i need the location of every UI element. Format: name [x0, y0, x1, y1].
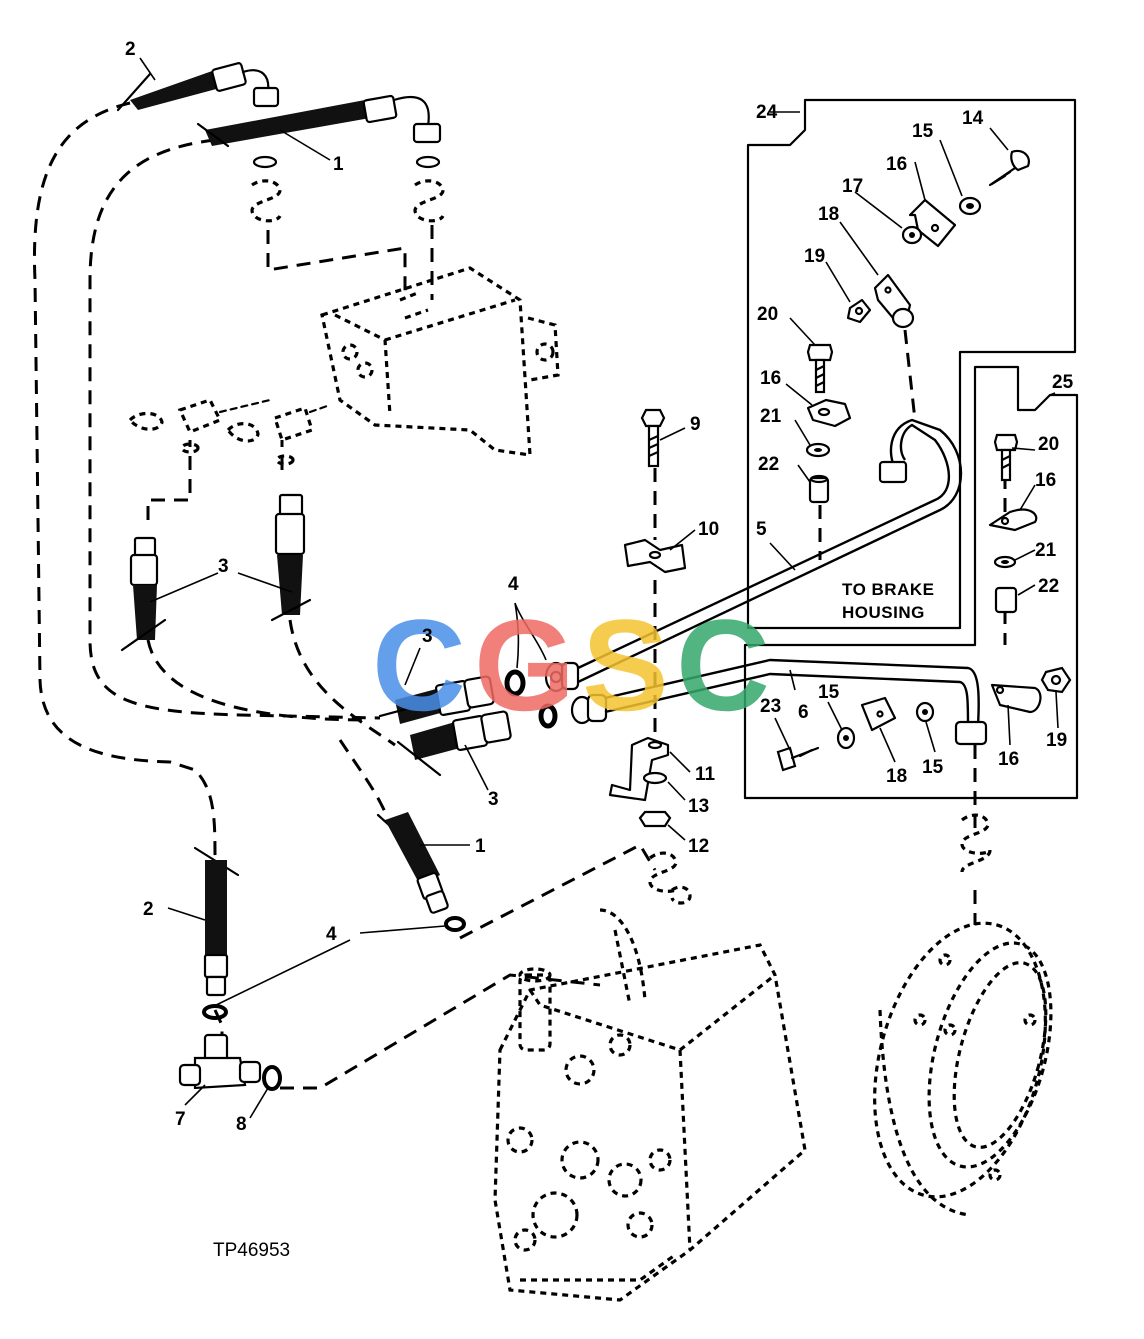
clamp-16-right: [988, 508, 1038, 532]
inset-panel-24: [746, 98, 1077, 630]
pump-top-fittings: [648, 851, 692, 905]
callout-4-lower: 4: [326, 924, 337, 945]
callout-7: 7: [175, 1109, 186, 1130]
nut-12: [638, 810, 672, 828]
callout-3-lower: 3: [488, 789, 499, 810]
hose-3-center-lower: [396, 710, 512, 777]
brake-housing-note-line1: TO BRAKE: [842, 580, 934, 599]
callout-5: 5: [756, 519, 767, 540]
callout-15-upper: 15: [912, 121, 934, 142]
block-side-fittings: [128, 398, 332, 466]
callout-2-lower: 2: [143, 899, 154, 920]
callout-25: 25: [1052, 372, 1074, 393]
figure-id: TP46953: [213, 1240, 290, 1261]
watermark-letter-g: G: [474, 592, 575, 738]
inset-panel-25: [743, 365, 1079, 800]
washer-15-lower-left: [836, 726, 856, 750]
bolt-9: [640, 408, 666, 468]
spacer-22-upper: [808, 474, 830, 504]
callout-22-upper: 22: [758, 454, 779, 475]
clamp-16-mid: [806, 398, 852, 428]
hose-1-lower: [376, 812, 449, 914]
clamp-18-upper: [873, 273, 915, 329]
washer-15-lower-right: [915, 701, 935, 723]
bolt-20-lower: [993, 433, 1019, 482]
callout-14: 14: [962, 108, 984, 129]
spacer-22-lower: [994, 586, 1018, 614]
callout-17: 17: [842, 176, 863, 197]
bolt-14: [988, 149, 1030, 187]
hose-2-lower: [193, 846, 240, 997]
leader-lines: [139, 57, 1059, 1119]
callout-2-top: 2: [125, 39, 136, 60]
callout-24: 24: [756, 102, 778, 123]
callout-16-lower: 16: [998, 749, 1019, 770]
bolt-23: [776, 746, 820, 772]
clip-10: [623, 538, 687, 574]
watermark-letter-s: S: [582, 592, 669, 738]
callout-18-upper: 18: [818, 204, 839, 225]
brake-housing-note-line2: HOUSING: [842, 603, 925, 622]
washer-21-lower: [993, 555, 1017, 569]
tube-fittings: [544, 661, 608, 725]
bolt-20-upper: [806, 343, 834, 394]
washer-15-upper: [958, 196, 982, 216]
callout-13: 13: [688, 796, 709, 817]
callout-19-upper: 19: [804, 246, 825, 267]
hose-2-upper: [116, 62, 280, 112]
callout-15-lower-left: 15: [818, 682, 840, 703]
nut-19-lower: [1040, 666, 1072, 694]
steering-pump: [493, 908, 807, 1302]
washer-17: [901, 225, 923, 245]
callout-3-left: 3: [218, 556, 229, 577]
callout-6: 6: [798, 702, 809, 723]
callout-1-lower: 1: [475, 836, 486, 857]
callout-4-upper: 4: [508, 574, 519, 595]
hose-3-center-upper: [378, 675, 495, 724]
callout-22-lower: 22: [1038, 576, 1059, 597]
callout-15-lower-right: 15: [922, 757, 944, 778]
callout-20-upper: 20: [757, 304, 778, 325]
upper-fitting-stacks: [250, 155, 445, 223]
hose-3-left: [120, 536, 167, 652]
callout-21-upper: 21: [760, 406, 782, 427]
callout-18-lower: 18: [886, 766, 907, 787]
callout-21-lower: 21: [1035, 540, 1057, 561]
valve-block: [320, 266, 560, 457]
watermark-logo: C G S C: [372, 592, 770, 738]
watermark-letter-c1: C: [372, 592, 466, 738]
callout-11: 11: [695, 764, 716, 785]
bracket-11: [608, 736, 670, 802]
callout-3-center: 3: [422, 626, 433, 647]
washer-13: [642, 771, 668, 785]
tee-fitting-7: [178, 1033, 262, 1090]
callout-20-lower: 20: [1038, 434, 1059, 455]
washer-21-upper: [805, 442, 831, 458]
callout-1-top: 1: [333, 154, 344, 175]
brake-housing-ring: [873, 813, 1053, 1217]
callout-9: 9: [690, 414, 701, 435]
watermark-letter-c2: C: [676, 592, 770, 738]
callout-12: 12: [688, 836, 709, 857]
hose-3-middle: [270, 493, 312, 622]
callout-16-right: 16: [1035, 470, 1056, 491]
callout-16-upper: 16: [886, 154, 907, 175]
clamp-16-lower: [990, 683, 1042, 714]
callout-labels: 2 1 3 3 3 4 4 1 2 7 8 5 6 9 10 11 13 12 …: [125, 39, 1074, 1135]
brake-tube-6: [604, 658, 988, 746]
nut-19-upper: [846, 298, 872, 324]
callout-19-lower: 19: [1046, 730, 1067, 751]
callout-16-mid: 16: [760, 368, 781, 389]
callout-23: 23: [760, 696, 781, 717]
callout-10: 10: [698, 519, 719, 540]
callout-8: 8: [236, 1114, 247, 1135]
hose-1-upper: [196, 94, 442, 148]
brake-tube-5: [577, 418, 963, 684]
clamp-18-lower: [860, 696, 897, 732]
